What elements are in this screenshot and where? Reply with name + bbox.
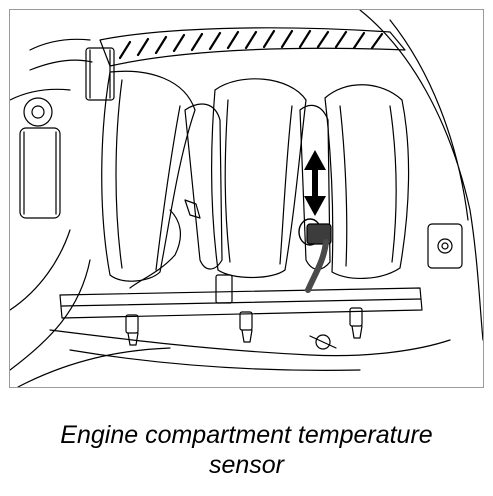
left-cylinder: [19, 127, 61, 219]
manifold-top-cover: [99, 27, 406, 67]
right-bracket: [427, 223, 463, 269]
rail-connector: [215, 274, 233, 304]
left-pulley: [23, 97, 53, 127]
right-bay-outline: [359, 10, 483, 341]
top-left-hose: [10, 38, 93, 101]
engine-intake-manifold-drawing: [10, 10, 483, 387]
diagram-frame: [9, 9, 484, 388]
left-mount-block: [85, 47, 115, 101]
double-headed-vertical-arrow-icon: [304, 150, 326, 216]
engine-block-lower: [49, 329, 451, 371]
intake-runner-3: [324, 84, 410, 279]
wiring-loom: [129, 199, 201, 289]
engine-bay-outline: [10, 229, 171, 387]
caption-line-2: sensor: [208, 451, 285, 479]
fuel-injectors: [125, 307, 363, 346]
intake-runner-2: [210, 78, 307, 279]
runner-gap-loop-2: [299, 104, 331, 270]
caption-line-1: Engine compartment temperature: [60, 421, 433, 449]
fuel-rail: [59, 287, 423, 319]
temperature-sensor-icon: [298, 218, 332, 293]
figure-caption: Engine compartment temperature sensor: [0, 420, 493, 480]
lower-bolt: [315, 334, 331, 350]
intake-runner-1: [101, 70, 196, 282]
runner-gap-loop-1: [184, 103, 223, 270]
cover-hatching: [118, 29, 384, 60]
